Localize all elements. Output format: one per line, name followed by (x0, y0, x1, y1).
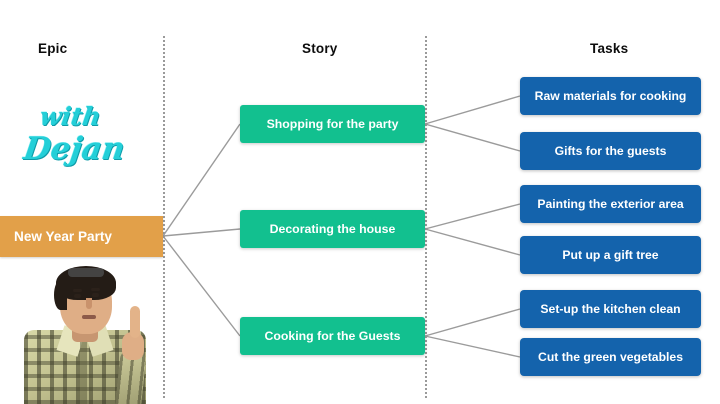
presenter-photo (14, 258, 160, 404)
connector-story-3-task-6 (424, 335, 521, 358)
task-node-raw-materials-for-cooking[interactable]: Raw materials for cooking (520, 77, 701, 115)
column-header-story: Story (302, 41, 338, 56)
story-node-cooking-for-the-guests[interactable]: Cooking for the Guests (240, 317, 425, 355)
connector-story-2-task-3 (424, 203, 521, 230)
column-divider-epic-story (163, 36, 165, 398)
presenter-eye-left (74, 294, 81, 298)
brand-logo-line-with: with (37, 102, 103, 131)
task-node-gifts-for-the-guests[interactable]: Gifts for the guests (520, 132, 701, 170)
presenter-eyebrow-left (73, 289, 82, 292)
presenter-shirt-placket (80, 340, 87, 404)
task-node-set-up-the-kitchen-clean[interactable]: Set-up the kitchen clean (520, 290, 701, 328)
epic-node-new-year-party[interactable]: New Year Party (0, 216, 163, 257)
connector-story-1-task-1 (424, 95, 521, 125)
brand-logo: with Dejan (14, 102, 154, 178)
column-header-tasks: Tasks (590, 41, 629, 56)
presenter-hair-side (54, 280, 67, 310)
connector-epic-story-1 (162, 123, 241, 237)
brand-logo-line-dejan: Dejan (21, 131, 128, 167)
presenter-nose (86, 298, 92, 309)
connector-epic-story-2 (162, 228, 241, 237)
story-node-decorating-the-house[interactable]: Decorating the house (240, 210, 425, 248)
task-node-painting-the-exterior-area[interactable]: Painting the exterior area (520, 185, 701, 223)
presenter-hand (122, 332, 144, 360)
connector-story-1-task-2 (424, 123, 521, 152)
presenter-eyebrow-right (91, 288, 100, 291)
column-divider-story-tasks (425, 36, 427, 398)
connector-epic-story-3 (162, 235, 241, 337)
presenter-mouth (82, 315, 96, 319)
connector-story-3-task-5 (424, 308, 521, 337)
column-header-epic: Epic (38, 41, 68, 56)
task-node-cut-the-green-vegetables[interactable]: Cut the green vegetables (520, 338, 701, 376)
presenter-pointing-finger (130, 306, 140, 338)
presenter-eye-right (92, 293, 99, 297)
presenter-glasses-on-head (68, 268, 104, 277)
connector-story-2-task-4 (424, 228, 521, 256)
story-node-shopping-for-the-party[interactable]: Shopping for the party (240, 105, 425, 143)
task-node-put-up-a-gift-tree[interactable]: Put up a gift tree (520, 236, 701, 274)
